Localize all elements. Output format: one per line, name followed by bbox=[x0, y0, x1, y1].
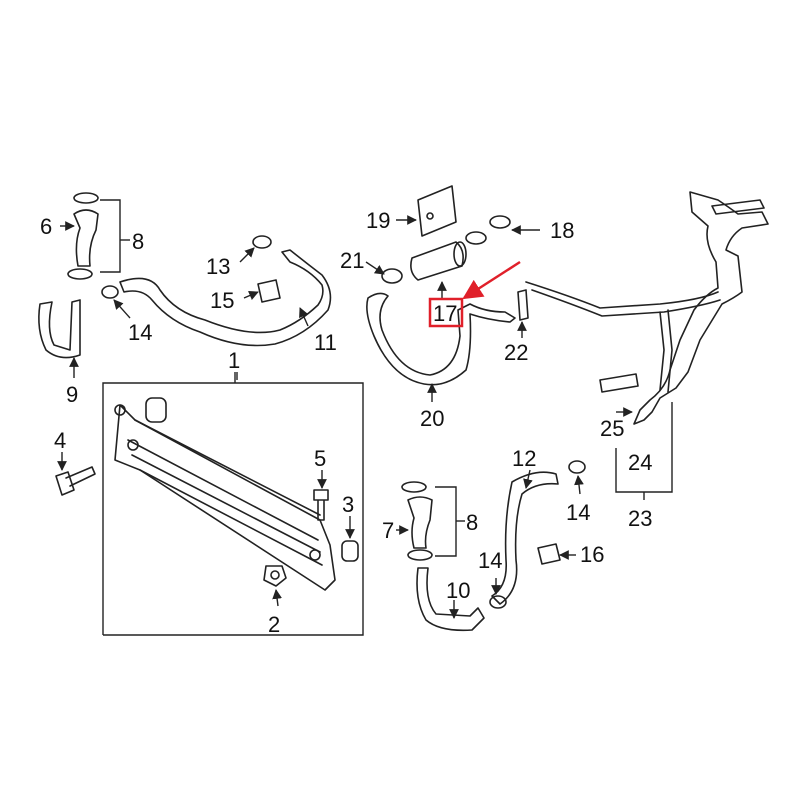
label-15: 15 bbox=[210, 288, 234, 313]
label-5: 5 bbox=[314, 446, 326, 471]
label-21: 21 bbox=[340, 248, 364, 273]
label-25: 25 bbox=[600, 416, 624, 441]
highlight-17 bbox=[428, 260, 521, 328]
label-23: 23 bbox=[628, 506, 652, 531]
label-9: 9 bbox=[66, 382, 78, 407]
label-3: 3 bbox=[342, 492, 354, 517]
label-7: 7 bbox=[382, 518, 394, 543]
label-8-top: 8 bbox=[132, 229, 144, 254]
label-24: 24 bbox=[628, 450, 652, 475]
label-14-left: 14 bbox=[128, 320, 152, 345]
hose-11 bbox=[101, 235, 332, 347]
label-19: 19 bbox=[366, 208, 390, 233]
label-11: 11 bbox=[314, 330, 337, 355]
label-10: 10 bbox=[446, 578, 470, 603]
label-1: 1 bbox=[228, 348, 240, 373]
label-14-bottom: 14 bbox=[478, 548, 502, 573]
label-17: 17 bbox=[433, 301, 457, 326]
pump-group bbox=[366, 185, 529, 386]
label-16: 16 bbox=[580, 542, 604, 567]
bolt-4 bbox=[55, 466, 96, 496]
label-14-right: 14 bbox=[566, 500, 590, 525]
hose-group-top-left bbox=[38, 192, 130, 359]
label-12: 12 bbox=[512, 446, 536, 471]
leader-lines bbox=[57, 215, 633, 619]
label-20: 20 bbox=[420, 406, 444, 431]
hose-group-bottom bbox=[401, 460, 586, 632]
label-2: 2 bbox=[268, 612, 280, 637]
label-22: 22 bbox=[504, 340, 528, 365]
label-8-bottom: 8 bbox=[466, 510, 478, 535]
part-labels: 1 2 3 4 5 6 7 8 8 9 10 11 12 13 14 14 14… bbox=[40, 208, 652, 637]
label-4: 4 bbox=[54, 428, 66, 453]
cooler-assembly bbox=[102, 372, 364, 636]
pipe-group-right bbox=[525, 191, 769, 500]
label-18: 18 bbox=[550, 218, 574, 243]
label-6: 6 bbox=[40, 214, 52, 239]
label-13: 13 bbox=[206, 254, 230, 279]
